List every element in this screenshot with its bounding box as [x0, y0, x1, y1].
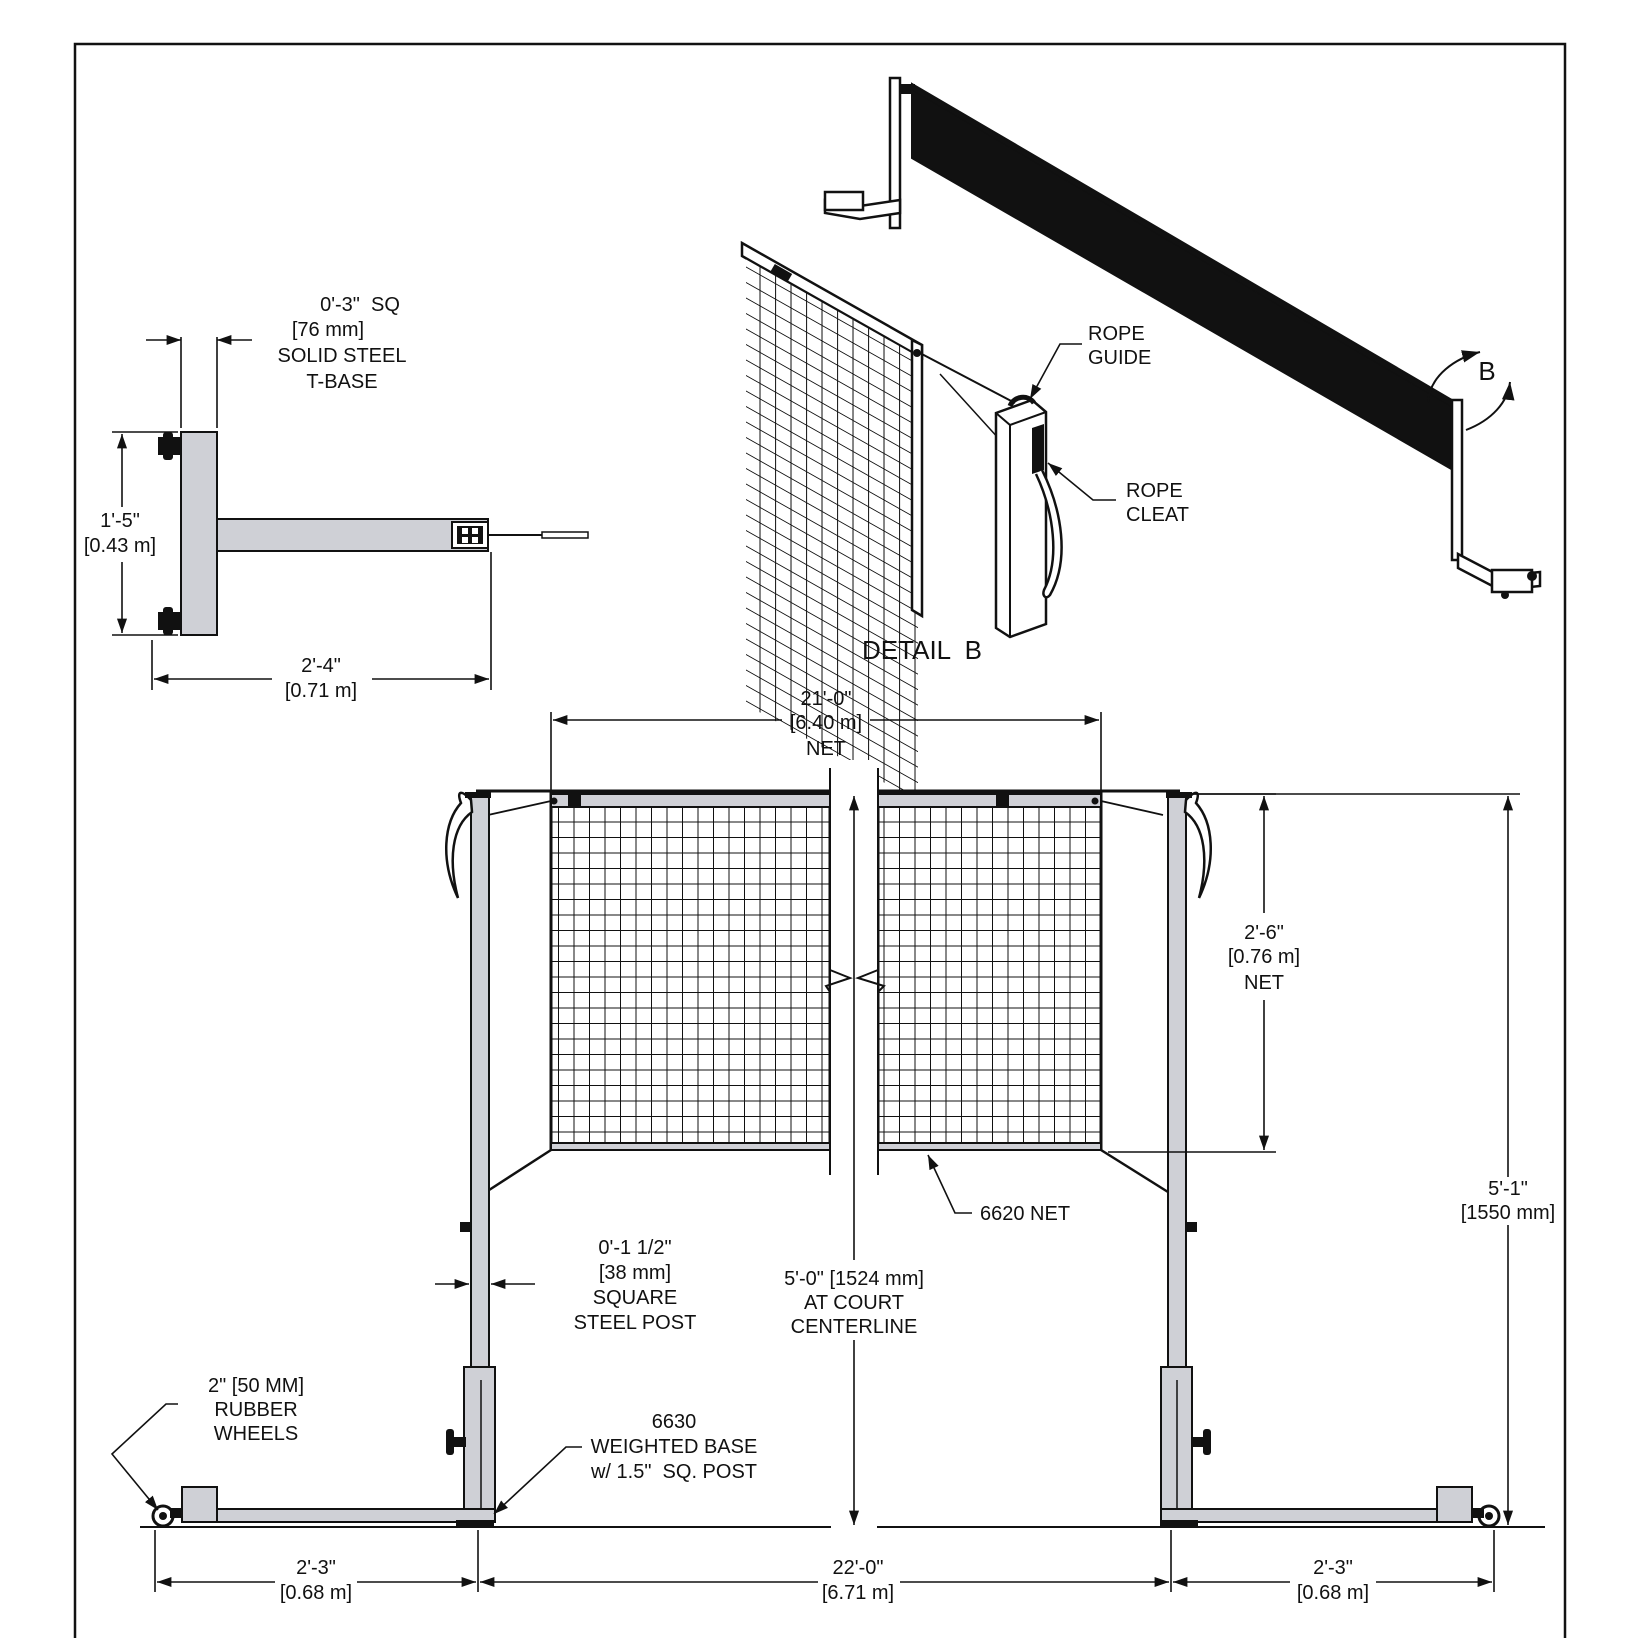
- left-wheel-icon: [151, 1504, 182, 1528]
- tbase-material-1: SOLID STEEL: [278, 345, 407, 367]
- left-base-dim: 2'-3": [296, 1557, 336, 1579]
- net-width-dim-metric: [6.40 m]: [790, 712, 862, 734]
- base-callout-1: 6630: [652, 1411, 697, 1433]
- right-post: [1160, 791, 1501, 1528]
- detail-b-view: ROPE GUIDE ROPE CLEAT DETAIL B: [740, 240, 1189, 802]
- tbase-width-dim-metric: [76 mm]: [292, 319, 364, 341]
- rope-guide-label-1: ROPE: [1088, 323, 1145, 345]
- tbase-length-dim: 2'-4": [301, 655, 341, 677]
- court-dim: 22'-0": [833, 1557, 884, 1579]
- right-base-dim-metric: [0.68 m]: [1297, 1582, 1369, 1604]
- net-height-dim-metric: [0.76 m]: [1228, 946, 1300, 968]
- base-callout-3: w/ 1.5" SQ. POST: [590, 1461, 757, 1483]
- front-elevation: 21'-0" [6.40 m] NET 2'-6" [0.76 m] NET 5…: [110, 688, 1555, 1604]
- wheels-callout-3: WHEELS: [214, 1423, 298, 1445]
- net-height-note: NET: [1244, 972, 1284, 994]
- detail-marker-arc: [1427, 350, 1481, 403]
- rope-guide-label-2: GUIDE: [1088, 347, 1151, 369]
- center-height-note-2: CENTERLINE: [791, 1316, 918, 1338]
- left-rope-cleat: [444, 791, 474, 899]
- net-callout: 6620 NET: [980, 1203, 1070, 1225]
- tbase-material-2: T-BASE: [306, 371, 377, 393]
- wheels-callout-1: 2" [50 MM]: [208, 1375, 304, 1397]
- wheels-callout-2: RUBBER: [214, 1399, 297, 1421]
- iso-net: [911, 82, 1459, 472]
- rope-guide-icon: [1007, 394, 1037, 408]
- net-width-dim: 21'-0": [801, 688, 852, 710]
- rope-cleat-label-1: ROPE: [1126, 480, 1183, 502]
- tbase-knob-icon: [451, 521, 489, 549]
- post-size-dim: 0'-1 1/2": [598, 1237, 671, 1259]
- tbase-stem: [216, 518, 489, 552]
- right-base-dim: 2'-3": [1313, 1557, 1353, 1579]
- tbase-width-dim: 0'-3" SQ: [320, 294, 400, 316]
- center-height-note-1: AT COURT: [804, 1292, 904, 1314]
- left-post: [151, 791, 496, 1528]
- base-callout-2: WEIGHTED BASE: [591, 1436, 758, 1458]
- court-dim-metric: [6.71 m]: [822, 1582, 894, 1604]
- right-knob-icon: [1192, 1429, 1211, 1455]
- detail-marker-label: B: [1478, 356, 1495, 386]
- rope-cleat-icon: [1032, 424, 1044, 474]
- iso-far-post: [823, 76, 915, 230]
- net-right-mesh: [876, 792, 1103, 1150]
- right-rope-cleat: [1183, 791, 1213, 899]
- tbase-length-dim-metric: [0.71 m]: [285, 680, 357, 702]
- net-left-mesh: [549, 792, 832, 1150]
- post-size-note-1: SQUARE: [593, 1287, 677, 1309]
- left-knob-icon: [446, 1429, 466, 1455]
- detail-b-title: DETAIL B: [862, 635, 982, 665]
- iso-overview: B: [823, 76, 1542, 599]
- detail-net-mesh: [746, 259, 918, 802]
- rope-cleat-label-2: CLEAT: [1126, 504, 1189, 526]
- center-height-dim: 5'-0" [1524 mm]: [784, 1268, 924, 1290]
- tbase-post-stub-end: [541, 531, 589, 539]
- overall-height-dim-metric: [1550 mm]: [1461, 1202, 1555, 1224]
- left-base-dim-metric: [0.68 m]: [280, 1582, 352, 1604]
- drawing-border: [73, 42, 1567, 1638]
- tbase-crossbar: [180, 431, 218, 636]
- post-size-note-2: STEEL POST: [574, 1312, 697, 1334]
- tbase-depth-dim: 1'-5": [100, 510, 140, 532]
- overall-height-dim: 5'-1": [1488, 1178, 1528, 1200]
- net-width-note: NET: [806, 738, 846, 760]
- net-headband-right: [877, 793, 1102, 808]
- net-height-dim: 2'-6": [1244, 922, 1284, 944]
- tbase-wheel-icon: [158, 432, 181, 635]
- right-wheel-icon: [1472, 1504, 1501, 1528]
- post-size-dim-metric: [38 mm]: [599, 1262, 671, 1284]
- iso-near-post: [1450, 398, 1542, 599]
- net-headband-left: [550, 793, 831, 808]
- tbase-depth-dim-metric: [0.43 m]: [84, 535, 156, 557]
- tbase-plan-view: 0'-3" SQ [76 mm] SOLID STEEL T-BASE 1'-5…: [84, 294, 589, 702]
